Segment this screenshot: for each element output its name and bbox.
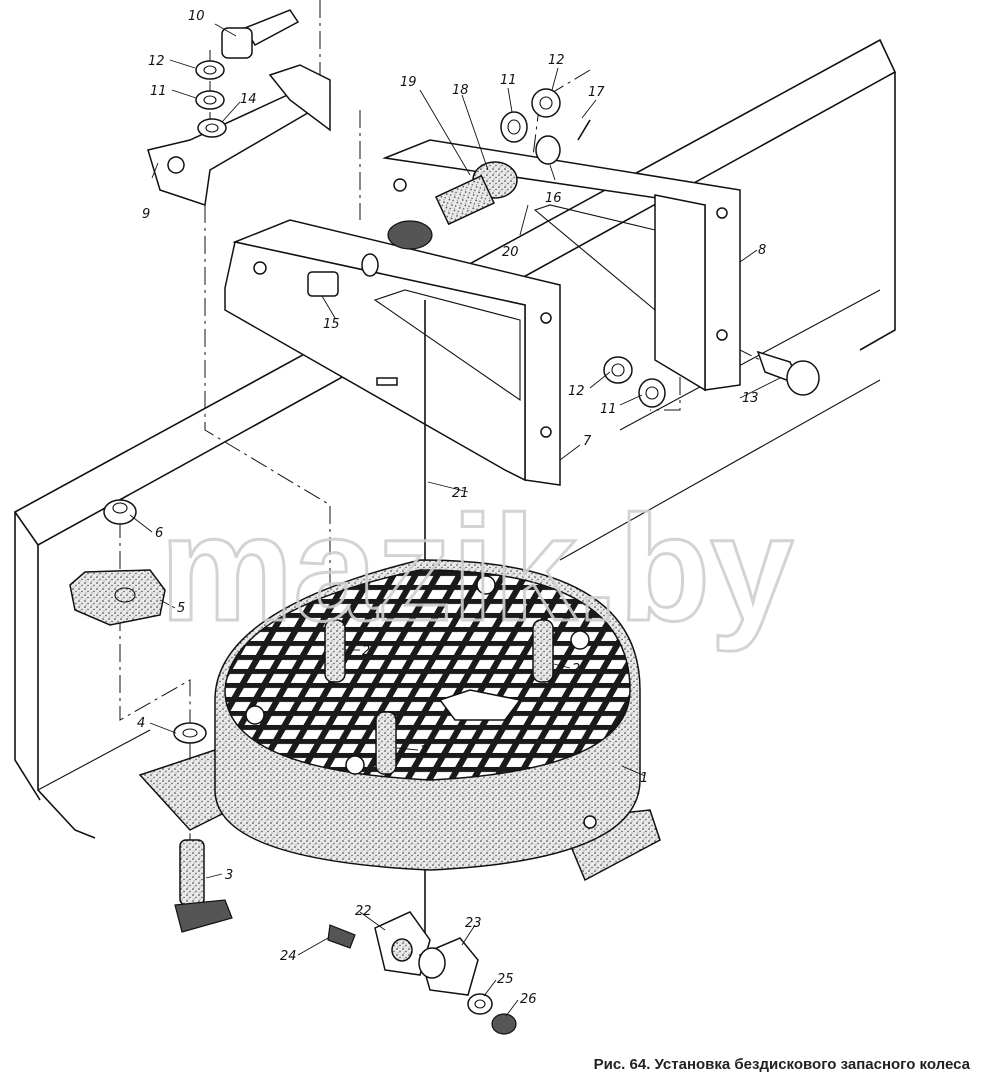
hardware-right-bottom: [603, 350, 820, 408]
part-label: 19: [400, 75, 417, 90]
part-label: 10: [188, 9, 205, 24]
studs-2: [324, 619, 554, 775]
part-label: 16: [545, 191, 562, 206]
part-label: 7: [583, 434, 592, 449]
part-label: 14: [240, 92, 257, 107]
part-label: 6: [155, 526, 163, 541]
part-label: 12: [568, 384, 585, 399]
bracket-9: [147, 64, 331, 206]
plate-5: [69, 569, 166, 626]
part-label: 24: [280, 949, 297, 964]
nut-6: [103, 499, 137, 525]
watermark: mazik.by: [160, 484, 794, 652]
part-label: 8: [758, 243, 766, 258]
part-label: 18: [452, 83, 469, 98]
bracket-8: [382, 139, 741, 392]
part-label: 2: [572, 662, 580, 677]
part-label: 26: [520, 992, 537, 1007]
part-label: 5: [177, 601, 185, 616]
part-label: 11: [500, 73, 517, 88]
part-label: 17: [588, 85, 605, 100]
hardware-right-top: [500, 88, 591, 165]
part-label: 13: [742, 391, 759, 406]
washer-4: [173, 722, 207, 744]
part-label: 4: [137, 716, 145, 731]
part-label: 12: [148, 54, 165, 69]
washer-stack-left: [195, 60, 227, 138]
part-label: 2: [362, 644, 370, 659]
part-label: 23: [465, 916, 482, 931]
cable-clamp-plates: [327, 911, 517, 1035]
part-label: 20: [502, 245, 519, 260]
leader-lines: [129, 23, 781, 1017]
bolt-3: [174, 839, 233, 933]
part-label: 11: [150, 84, 167, 99]
part-label: 9: [142, 207, 150, 222]
part-label: 2: [420, 744, 428, 759]
part-label: 12: [548, 53, 565, 68]
part-label: 3: [225, 868, 233, 883]
part-label: 22: [355, 904, 372, 919]
part-label: 21: [452, 486, 469, 501]
frame-side-member: [13, 38, 897, 839]
figure-caption: Рис. 64. Установка бездискового запасног…: [593, 1056, 970, 1073]
bolt-10: [221, 9, 300, 59]
part-number-labels: 1 2 2 2 3 4 5 6 7 8 9 10 11 11 11 12 12 …: [137, 9, 766, 1007]
bolt-15: [307, 271, 339, 297]
part-label: 25: [497, 972, 514, 987]
part-label: 1: [640, 771, 648, 786]
bracket-7: [224, 219, 561, 486]
winch-drum: [387, 161, 518, 250]
part-label: 15: [323, 317, 340, 332]
part-label: 11: [600, 402, 617, 417]
